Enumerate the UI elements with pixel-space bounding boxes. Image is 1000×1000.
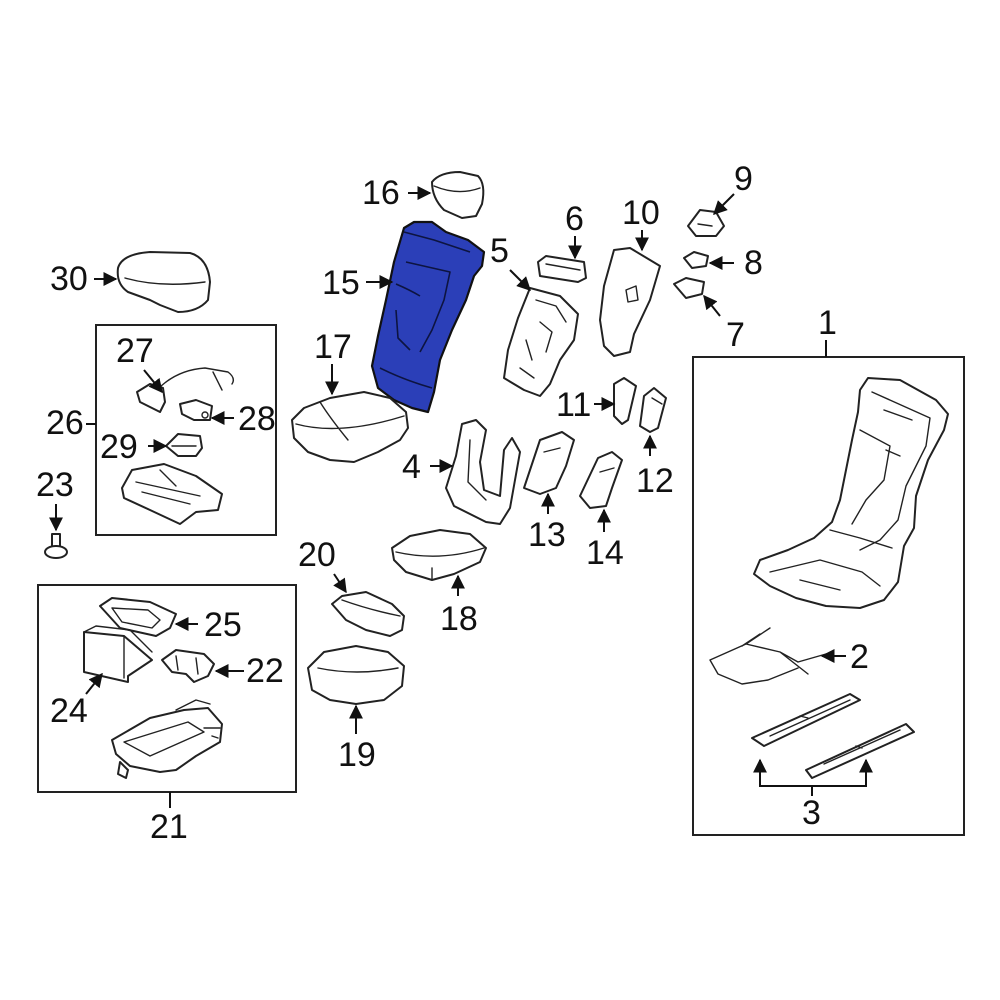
part-1-seat-frame[interactable] — [753, 377, 949, 609]
leader-lines — [49, 186, 873, 808]
group-box-1 — [692, 356, 965, 836]
part-17-seat-cushion[interactable] — [291, 391, 409, 463]
part-12-trim[interactable] — [639, 387, 667, 433]
part-20-foam-block[interactable] — [331, 591, 405, 637]
part-3-seat-track-left[interactable] — [751, 693, 861, 747]
callout-27: 27 — [116, 332, 154, 370]
part-21-armrest-assy[interactable] — [111, 699, 223, 779]
part-7-clip[interactable] — [673, 277, 705, 299]
part-3-seat-track-right[interactable] — [805, 723, 915, 779]
callout-12: 12 — [636, 462, 674, 500]
callout-9: 9 — [734, 160, 753, 198]
part-29-bracket[interactable] — [165, 433, 203, 457]
group-box-26 — [95, 324, 277, 536]
part-30-headrest[interactable] — [116, 251, 211, 313]
part-15-seatback-cover-highlighted[interactable] — [370, 220, 486, 414]
part-19-lower-cushion[interactable] — [307, 645, 405, 705]
callout-17: 17 — [314, 328, 352, 366]
callout-25: 25 — [204, 606, 242, 644]
callout-14: 14 — [586, 534, 624, 572]
callout-labels: 1 2 3 4 5 6 7 8 9 10 11 12 13 14 15 16 1… — [36, 160, 869, 846]
part-4-side-panel[interactable] — [445, 419, 521, 525]
callout-3: 3 — [802, 794, 821, 832]
part-14-side-trim[interactable] — [579, 451, 623, 509]
callout-29: 29 — [100, 428, 138, 466]
part-26-lower-tray[interactable] — [121, 463, 223, 525]
callout-13: 13 — [528, 516, 566, 554]
callout-10: 10 — [622, 194, 660, 232]
part-24-storage-box[interactable] — [83, 625, 153, 683]
callout-2: 2 — [850, 638, 869, 676]
callout-26: 26 — [46, 404, 84, 442]
callout-23: 23 — [36, 466, 74, 504]
part-23-bolt[interactable] — [44, 533, 68, 559]
callout-21: 21 — [150, 808, 188, 846]
group-box-21 — [37, 584, 297, 793]
part-9-clip[interactable] — [687, 209, 725, 237]
callout-19: 19 — [338, 736, 376, 774]
part-2-wire-frame[interactable] — [709, 627, 827, 685]
part-16-headrest[interactable] — [431, 171, 485, 219]
part-8-clip[interactable] — [683, 251, 709, 269]
part-10-back-panel[interactable] — [599, 247, 661, 357]
part-6-trim-strip[interactable] — [537, 255, 587, 283]
callout-7: 7 — [726, 316, 745, 354]
part-11-trim[interactable] — [613, 377, 637, 425]
part-13-side-trim[interactable] — [523, 431, 575, 495]
part-28-clip[interactable] — [179, 399, 213, 421]
callout-6: 6 — [565, 200, 584, 238]
callout-30: 30 — [50, 260, 88, 298]
part-22-hinge-bracket[interactable] — [161, 649, 215, 683]
callout-11: 11 — [556, 386, 591, 424]
callout-16: 16 — [362, 174, 400, 212]
callout-22: 22 — [246, 652, 284, 690]
callout-5: 5 — [490, 232, 509, 270]
callout-28: 28 — [238, 400, 276, 438]
part-18-seat-pad[interactable] — [391, 529, 487, 581]
callout-8: 8 — [744, 244, 763, 282]
callout-18: 18 — [440, 600, 478, 638]
part-25-frame[interactable] — [99, 597, 177, 637]
callout-4: 4 — [402, 448, 421, 486]
callout-24: 24 — [50, 692, 88, 730]
callout-15: 15 — [322, 264, 360, 302]
callout-1: 1 — [818, 304, 837, 342]
callout-20: 20 — [298, 536, 336, 574]
part-5-seatback-panel[interactable] — [503, 287, 579, 397]
